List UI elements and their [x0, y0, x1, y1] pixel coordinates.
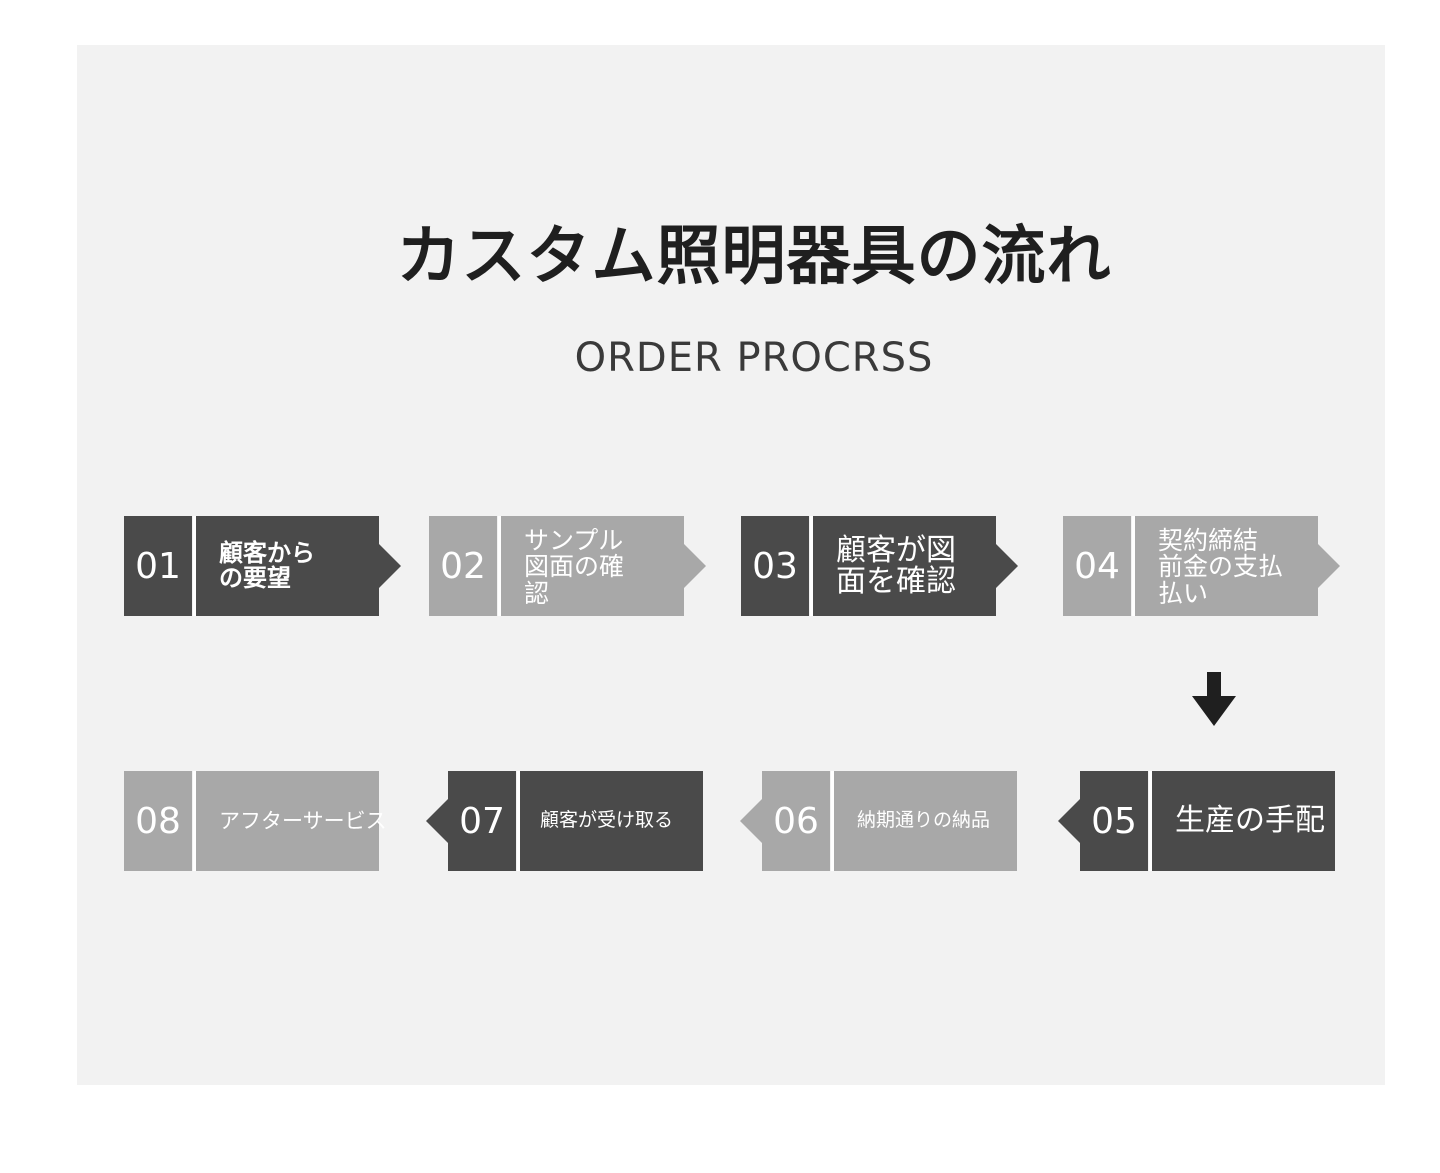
step-separator [810, 516, 813, 616]
step-label-box [520, 771, 703, 871]
step-separator [517, 771, 520, 871]
step-label-box [501, 516, 684, 616]
step-label-box [813, 516, 996, 616]
step-03-number: 03 [741, 516, 809, 616]
step-04-label: 契約締結 前金の支払 払い [1158, 526, 1284, 608]
step-separator [1149, 771, 1152, 871]
step-04: 04 契約締結 前金の支払 払い [1063, 516, 1340, 616]
step-01-number: 01 [124, 516, 192, 616]
step-separator [1132, 516, 1135, 616]
step-03: 03 顧客が図 面を確認 [741, 516, 1018, 616]
step-07: 07 顧客が受け取る [426, 771, 703, 871]
arrow-right-icon [996, 544, 1018, 588]
step-label-box [196, 771, 379, 871]
arrow-left-icon [740, 799, 762, 843]
diagram-subtitle: ORDER PROCRSS [574, 335, 934, 381]
step-01: 01 顧客から の要望 [124, 516, 401, 616]
step-label-box [1152, 771, 1335, 871]
arrow-right-icon [684, 544, 706, 588]
arrow-right-icon [379, 544, 401, 588]
step-label-box [196, 516, 379, 616]
step-label-box [834, 771, 1017, 871]
diagram-title: カスタム照明器具の流れ [396, 220, 1112, 294]
step-08: 08 アフターサービス [124, 771, 387, 871]
step-04-number: 04 [1063, 516, 1131, 616]
step-05-label: 生産の手配 [1175, 803, 1325, 839]
step-02-number: 02 [429, 516, 497, 616]
arrow-right-icon [1318, 544, 1340, 588]
step-label-box [1135, 516, 1318, 616]
step-02: 02 サンプル 図面の確 認 [429, 516, 706, 616]
arrow-left-icon [426, 799, 448, 843]
step-08-label: アフターサービス [219, 808, 387, 833]
step-07-number: 07 [448, 771, 516, 871]
step-08-number: 08 [124, 771, 192, 871]
step-05-number: 05 [1080, 771, 1148, 871]
step-02-label: サンプル 図面の確 認 [524, 526, 625, 608]
step-06: 06 納期通りの納品 [740, 771, 1017, 871]
step-06-number: 06 [762, 771, 830, 871]
step-07-label: 顧客が受け取る [540, 809, 674, 832]
step-separator [498, 516, 501, 616]
step-01-label: 顧客から の要望 [219, 538, 315, 592]
step-05: 05 生産の手配 [1058, 771, 1335, 871]
step-separator [193, 516, 196, 616]
arrow-down-icon [1192, 672, 1236, 726]
step-separator [831, 771, 834, 871]
step-separator [193, 771, 196, 871]
step-03-label: 顧客が図 面を確認 [836, 532, 956, 599]
step-06-label: 納期通りの納品 [857, 809, 991, 832]
arrow-left-icon [1058, 799, 1080, 843]
